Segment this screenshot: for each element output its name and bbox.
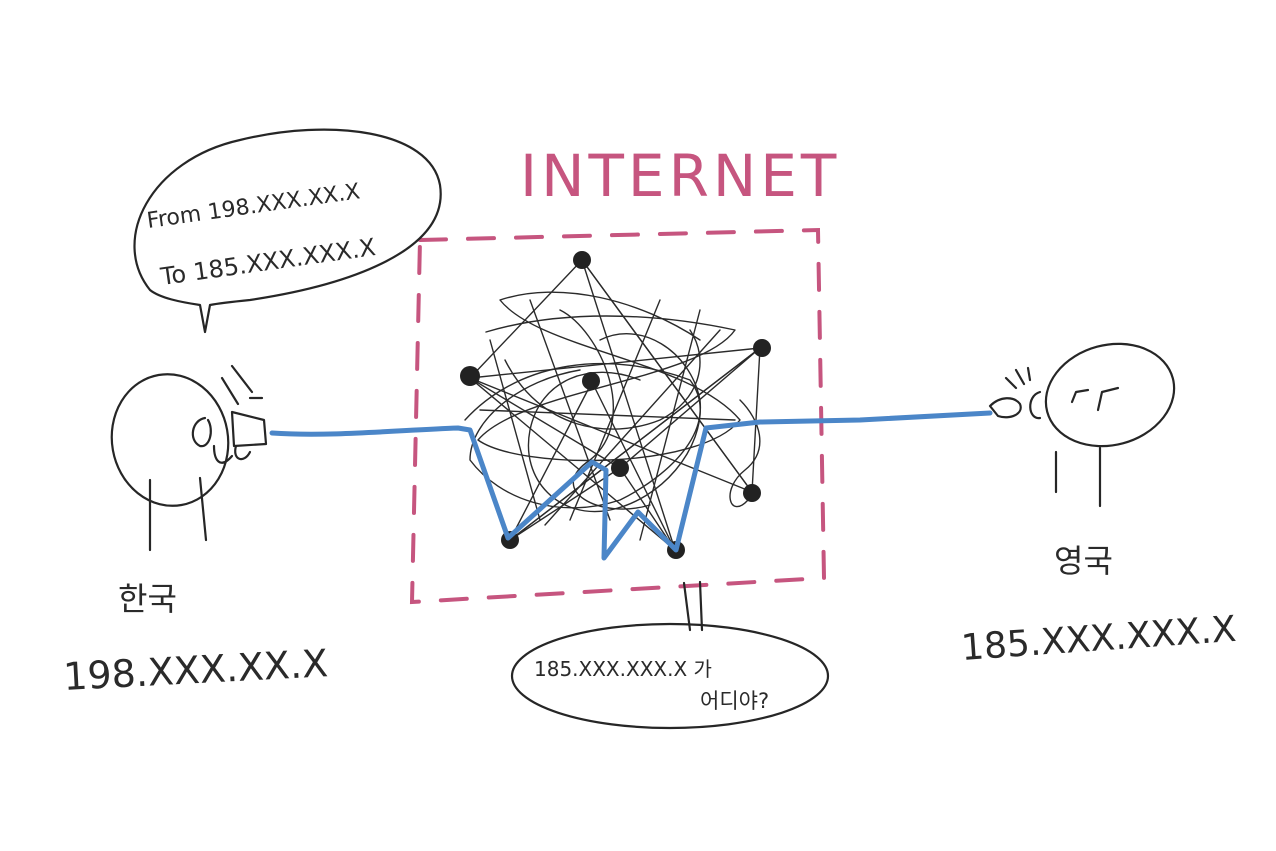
header-speech-bubble: From 198.XXX.XX.X To 185.XXX.XXX.X [134, 130, 440, 332]
network-node [582, 372, 600, 390]
to-address: To 185.XXX.XXX.X [158, 233, 377, 291]
from-address: From 198.XXX.XX.X [145, 179, 361, 234]
sender-person [101, 365, 266, 550]
question-line-2: 어디야? [700, 689, 769, 713]
network-tangle [465, 260, 760, 550]
network-node [611, 459, 629, 477]
network-node [573, 251, 591, 269]
network-node [743, 484, 761, 502]
receiver-ip-label: 185.XXX.XXX.X [960, 609, 1238, 669]
sender-ip-label: 198.XXX.XX.X [62, 641, 329, 699]
question-line-1: 185.XXX.XXX.X 가 [534, 657, 712, 681]
network-node [753, 339, 771, 357]
sender-country-label: 한국 [118, 580, 177, 618]
network-node [460, 366, 480, 386]
receiver-person [990, 330, 1186, 506]
internet-title: INTERNET [520, 142, 840, 210]
router-question-bubble: 185.XXX.XXX.X 가 어디야? [512, 582, 828, 728]
receiver-country-label: 영국 [1054, 542, 1113, 580]
